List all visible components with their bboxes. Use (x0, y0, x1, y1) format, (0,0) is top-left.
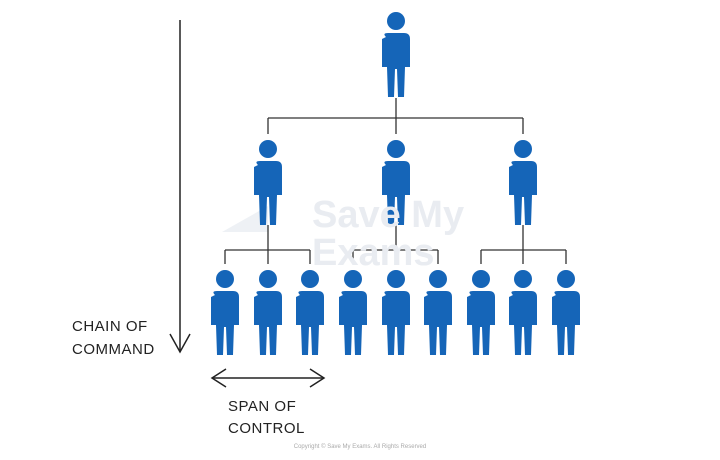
person-icon-level2-1 (254, 140, 282, 225)
span-of-control-label-line2: CONTROL (228, 420, 305, 437)
person-icon-level2-2 (382, 140, 410, 225)
person-icon-level1 (382, 12, 410, 97)
watermark-text-1: Save My (312, 194, 465, 236)
person-icon-level3-7 (467, 270, 495, 355)
chain-of-command-arrow-icon (169, 20, 191, 354)
person-icon-level3-2 (254, 270, 282, 355)
watermark (222, 206, 268, 232)
person-icon-level3-9 (552, 270, 580, 355)
person-icon-level2-3 (509, 140, 537, 225)
people-layer (211, 12, 580, 355)
watermark-text-2: Exams (312, 232, 435, 274)
span-of-control-double-arrow-icon (210, 368, 326, 388)
person-icon-level3-4 (339, 270, 367, 355)
person-icon-level3-5 (382, 270, 410, 355)
chain-of-command-label-line1: CHAIN OF (72, 318, 148, 335)
person-icon-level3-1 (211, 270, 239, 355)
span-of-control-label-line1: SPAN OF (228, 398, 297, 415)
connector-lines (224, 98, 567, 264)
person-icon-level3-8 (509, 270, 537, 355)
chain-of-command-label-line2: COMMAND (72, 341, 155, 358)
person-icon-level3-3 (296, 270, 324, 355)
copyright-notice: Copyright © Save My Exams. All Rights Re… (293, 444, 427, 450)
person-icon-level3-6 (424, 270, 452, 355)
